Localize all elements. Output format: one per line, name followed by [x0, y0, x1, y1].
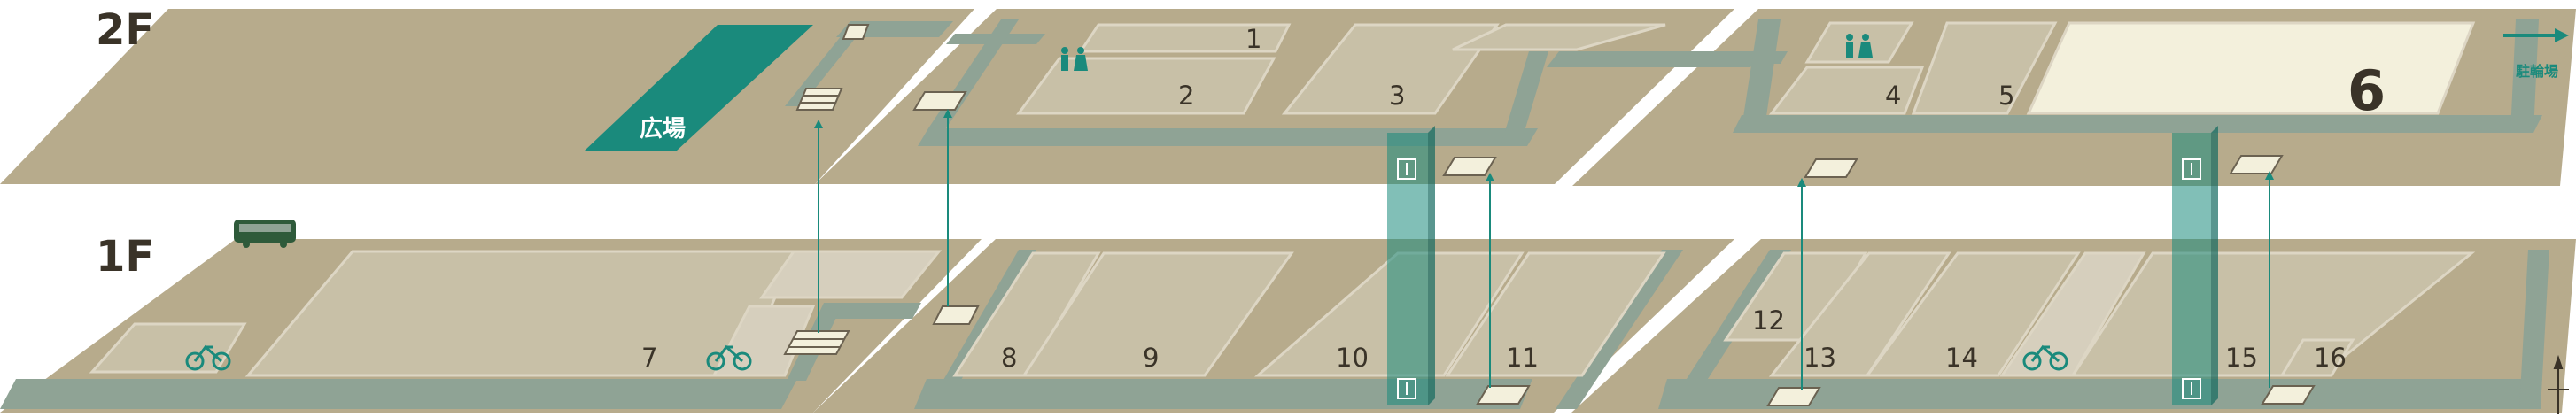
shop-7b[interactable] — [759, 250, 943, 299]
elevator-icon — [1397, 158, 1416, 180]
shop-number-7: 7 — [641, 343, 657, 373]
shops-2f-middle — [1016, 23, 1666, 115]
stairs-icon — [1766, 387, 1821, 406]
shop-3[interactable] — [1281, 23, 1500, 115]
shop-11[interactable] — [1445, 251, 1666, 377]
walkways-1f — [0, 250, 2549, 409]
shop-number-14: 14 — [1945, 343, 1978, 373]
shop-3b[interactable] — [1452, 23, 1666, 51]
restroom-icon — [1061, 47, 1088, 71]
elevator-icon — [1397, 378, 1416, 399]
stairs-icon — [783, 330, 850, 355]
shop-6[interactable] — [2026, 21, 2476, 115]
shop-number-9: 9 — [1143, 343, 1159, 373]
elevator-shaft-right[interactable] — [2172, 126, 2218, 405]
stairs-icon — [1804, 158, 1858, 178]
floor-2f: 広場 1 2 3 4 5 6 — [0, 9, 2576, 186]
shop-number-2: 2 — [1178, 81, 1194, 111]
restroom-icon — [1846, 34, 1873, 58]
shop-1[interactable] — [1078, 23, 1292, 53]
bicycle-icon — [185, 344, 231, 371]
floor-label-1f: 1F — [96, 232, 154, 282]
shop-number-15: 15 — [2225, 343, 2258, 373]
shop-14[interactable] — [1865, 251, 2081, 377]
shop-number-6: 6 — [2347, 58, 2386, 123]
stairs-icon — [842, 24, 870, 40]
floor-label-2f: 2F — [96, 5, 154, 55]
elevator-icon — [2182, 158, 2201, 180]
vertical-connectors — [814, 109, 2274, 390]
shop-number-1: 1 — [1245, 24, 1261, 54]
stairs-icon — [912, 91, 967, 111]
stairs-icon — [2261, 385, 2316, 405]
bicycle-icon — [2022, 344, 2068, 371]
bus-icon — [234, 220, 296, 248]
floor-1f: 7 8 9 10 11 12 13 14 15 16 — [0, 220, 2576, 413]
exit-arrow-icon[interactable] — [2503, 28, 2569, 42]
shop-restroom-2f — [1804, 21, 1914, 64]
plaza[interactable] — [585, 25, 813, 151]
stairs-icon — [795, 88, 843, 111]
bicycle-parking-label: 駐輪場 — [2516, 63, 2558, 80]
plaza-label: 広場 — [640, 115, 686, 143]
shop-number-4: 4 — [1885, 81, 1901, 111]
shop-9[interactable] — [1021, 251, 1294, 377]
shop-number-12: 12 — [1752, 305, 1785, 336]
shop-number-8: 8 — [1001, 343, 1017, 373]
stairs-icon — [1476, 385, 1531, 405]
shop-number-11: 11 — [1506, 343, 1539, 373]
elevator-shaft-middle[interactable] — [1387, 126, 1435, 405]
elevator-icon — [2182, 378, 2201, 399]
shop-number-5: 5 — [1998, 81, 2014, 111]
bicycle-icon — [706, 344, 752, 371]
shop-number-10: 10 — [1336, 343, 1369, 373]
stairs-icon — [1442, 157, 1497, 176]
shop-2[interactable] — [1016, 57, 1276, 115]
shop-number-16: 16 — [2314, 343, 2347, 373]
stairs-icon — [932, 305, 980, 325]
shops-2f-right — [1768, 21, 2476, 115]
bicycle-area-left — [89, 322, 247, 374]
north-arrow-icon — [2548, 354, 2569, 414]
shop-16[interactable] — [2279, 338, 2355, 377]
shop-4[interactable] — [1768, 66, 1925, 115]
shop-5[interactable] — [1911, 21, 2058, 115]
shop-number-13: 13 — [1804, 343, 1836, 373]
shop-number-3: 3 — [1389, 81, 1405, 111]
